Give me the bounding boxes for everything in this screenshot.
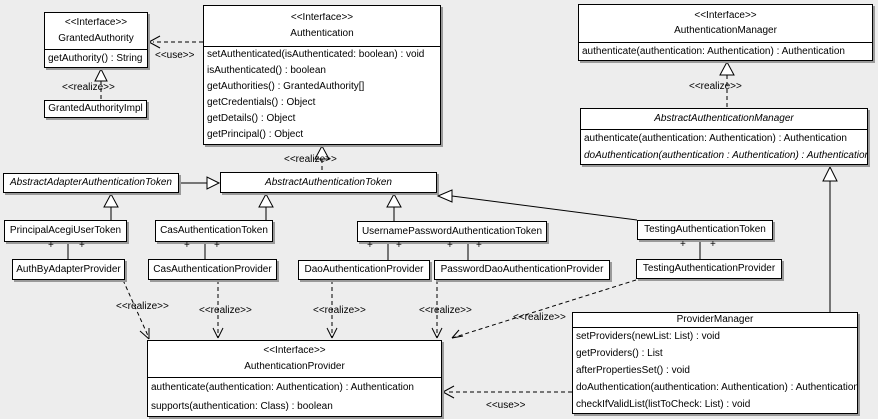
method: isAuthenticated() : boolean xyxy=(207,65,326,76)
method: supports(authentication: Class) : boolea… xyxy=(151,400,333,412)
class-box-granted-authority[interactable]: <<Interface>> GrantedAuthority getAuthor… xyxy=(44,12,148,68)
class-name: CasAuthenticationToken xyxy=(160,225,268,236)
realize-label: <<realize>> xyxy=(313,305,366,316)
realize-label: <<realize>> xyxy=(689,81,742,92)
class-box-granted-authority-impl[interactable]: GrantedAuthorityImpl xyxy=(44,100,147,118)
realize-label: <<realize>> xyxy=(62,82,115,93)
method: doAuthentication(authentication: Authent… xyxy=(576,381,857,393)
class-name: AbstractAuthenticationManager xyxy=(654,114,794,124)
class-box-username-password-authentication-token[interactable]: UsernamePasswordAuthenticationToken xyxy=(357,221,547,242)
method: getAuthority() : String xyxy=(48,52,143,64)
realize-label: <<realize>> xyxy=(513,312,566,323)
association-plus: + xyxy=(79,240,85,251)
association-plus: + xyxy=(710,239,716,250)
use-label: <<use>> xyxy=(155,50,195,61)
class-box-cas-authentication-provider[interactable]: CasAuthenticationProvider xyxy=(148,259,277,280)
class-box-cas-authentication-token[interactable]: CasAuthenticationToken xyxy=(155,220,273,242)
class-box-abstract-authentication-token[interactable]: AbstractAuthenticationToken xyxy=(220,172,437,193)
class-box-abstract-authentication-manager[interactable]: AbstractAuthenticationManager authentica… xyxy=(580,108,868,165)
stereotype: <<Interface>> xyxy=(263,346,326,357)
edge-use-grantedauthority xyxy=(148,35,203,49)
realize-label: <<realize>> xyxy=(199,305,252,316)
class-box-authentication-manager[interactable]: <<Interface>> AuthenticationManager auth… xyxy=(578,4,873,61)
edge-gen-testingauthenticationtoken xyxy=(436,189,638,221)
class-name: PasswordDaoAuthenticationProvider xyxy=(440,264,604,275)
class-box-testing-authentication-token[interactable]: TestingAuthenticationToken xyxy=(637,220,773,240)
edge-gen-casauthenticationtoken xyxy=(258,192,274,220)
class-name: AuthByAdapterProvider xyxy=(16,263,121,275)
class-box-authentication[interactable]: <<Interface>> Authentication setAuthenti… xyxy=(203,5,441,145)
edge-gen-abstractadapter xyxy=(179,176,221,190)
class-name: Authentication xyxy=(290,29,354,40)
realize-label: <<realize>> xyxy=(284,154,337,165)
class-name: AbstractAuthenticationToken xyxy=(265,176,392,188)
association-plus: + xyxy=(184,240,190,251)
method: getProviders() : List xyxy=(576,347,663,359)
class-box-provider-manager[interactable]: ProviderManager setProviders(newList: Li… xyxy=(572,312,858,414)
method: authenticate(authentication: Authenticat… xyxy=(582,45,845,57)
stereotype: <<Interface>> xyxy=(694,10,757,21)
method: setProviders(newList: List) : void xyxy=(576,330,720,342)
edge-use-authenticationprovider xyxy=(442,385,572,399)
association-plus: + xyxy=(367,240,373,251)
class-box-principal-acegi-user-token[interactable]: PrincipalAcegiUserToken xyxy=(4,220,127,242)
association-plus: + xyxy=(214,240,220,251)
class-name: AbstractAdapterAuthenticationToken xyxy=(10,177,172,188)
class-box-testing-authentication-provider[interactable]: TestingAuthenticationProvider xyxy=(636,259,782,279)
class-box-dao-authentication-provider[interactable]: DaoAuthenticationProvider xyxy=(298,260,430,280)
method: doAuthentication(authentication : Authen… xyxy=(584,149,867,161)
association-plus: + xyxy=(447,240,453,251)
method: setAuthenticated(isAuthenticated: boolea… xyxy=(207,49,425,60)
stereotype: <<Interface>> xyxy=(64,18,128,29)
association-plus: + xyxy=(396,240,402,251)
class-name: GrantedAuthorityImpl xyxy=(48,103,143,114)
class-box-authentication-provider[interactable]: <<Interface>> AuthenticationProvider aut… xyxy=(147,340,442,417)
realize-label: <<realize>> xyxy=(419,305,472,316)
class-name: CasAuthenticationProvider xyxy=(153,263,272,275)
edge-gen-providermanager xyxy=(822,165,838,312)
method: authenticate(authentication: Authenticat… xyxy=(584,132,847,144)
class-name: ProviderManager xyxy=(676,315,754,325)
use-label: <<use>> xyxy=(486,400,526,411)
method: getCredentials() : Object xyxy=(207,97,316,108)
class-name: AuthenticationProvider xyxy=(244,361,345,372)
realize-label: <<realize>> xyxy=(116,301,169,312)
class-box-auth-by-adapter-provider[interactable]: AuthByAdapterProvider xyxy=(12,259,125,280)
stereotype: <<Interface>> xyxy=(290,12,354,23)
association-plus: + xyxy=(476,240,482,251)
edge-assoc-token-provider xyxy=(67,240,701,260)
method: checkIfValidList(listToCheck: List) : vo… xyxy=(576,398,751,410)
method: afterPropertiesSet() : void xyxy=(576,364,690,376)
class-name: UsernamePasswordAuthenticationToken xyxy=(361,225,543,237)
method: getDetails() : Object xyxy=(207,113,296,124)
class-name: TestingAuthenticationToken xyxy=(644,224,766,235)
association-plus: + xyxy=(680,239,686,250)
class-name: DaoAuthenticationProvider xyxy=(304,264,424,275)
method: getPrincipal() : Object xyxy=(207,129,304,140)
method: getAuthorities() : GrantedAuthority[] xyxy=(207,81,365,92)
edge-gen-principalacegiusertoken xyxy=(103,192,119,220)
class-name: PrincipalAcegiUserToken xyxy=(9,225,122,236)
class-name: AuthenticationManager xyxy=(674,26,777,37)
class-box-password-dao-authentication-provider[interactable]: PasswordDaoAuthenticationProvider xyxy=(434,260,610,280)
association-plus: + xyxy=(48,240,54,251)
class-name: TestingAuthenticationProvider xyxy=(642,263,776,274)
class-name: GrantedAuthority xyxy=(58,33,134,44)
class-box-abstract-adapter-authentication-token[interactable]: AbstractAdapterAuthenticationToken xyxy=(3,173,179,193)
method: authenticate(authentication: Authenticat… xyxy=(151,381,414,393)
edge-gen-usernamepasswordtoken xyxy=(386,192,402,221)
